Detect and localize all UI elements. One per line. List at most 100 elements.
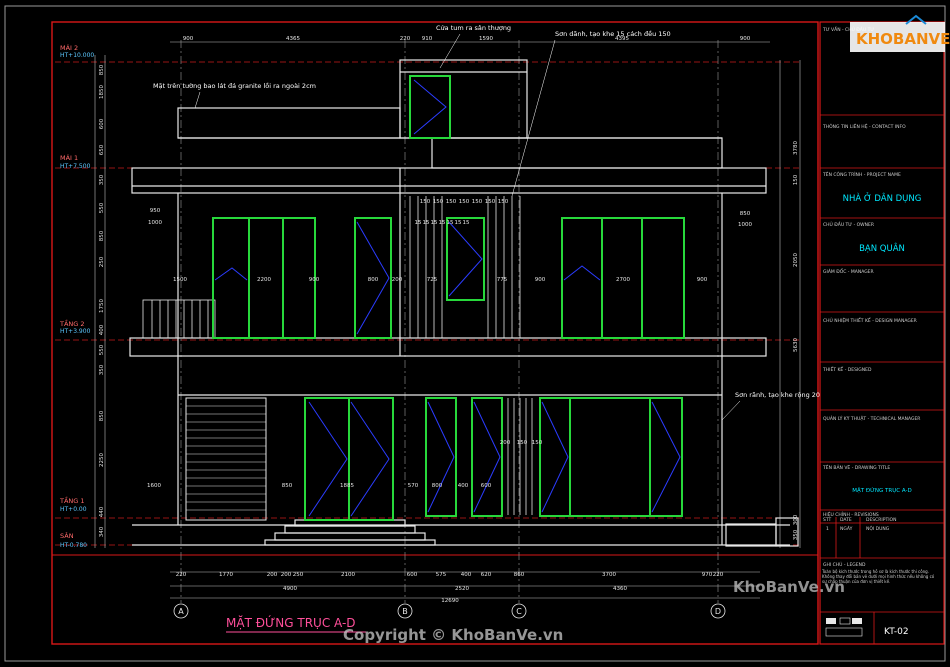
dimension-value: 600 (407, 572, 418, 578)
axis-bubbles: A B C D (173, 603, 726, 619)
dimension-value: 15 (439, 220, 446, 226)
dimension-value: 4395 (615, 36, 629, 42)
dimension-value: 350 (99, 174, 105, 185)
dimension-lines (94, 41, 801, 599)
dimension-value: 600 (481, 483, 492, 489)
dimension-value: 1000 (738, 222, 752, 228)
ground-window-2 (471, 397, 503, 517)
dimension-value: 2200 (257, 277, 271, 283)
dimension-value: 900 (740, 36, 751, 42)
dimension-value: 200 (500, 440, 511, 446)
tb-revision-label: HIỆU CHỈNH - REVISIONS (823, 510, 879, 518)
ground-door-right (539, 397, 683, 517)
tb-rev-cell: 1 (826, 526, 829, 532)
upper-window-right (561, 217, 685, 339)
dimension-value: 220 (400, 36, 411, 42)
dimension-value: 1750 (99, 299, 105, 313)
dimension-value: 3780 (793, 141, 799, 155)
dimension-value: 4360 (613, 586, 627, 592)
axis-label: D (715, 607, 721, 616)
dimension-value: 860 (514, 572, 525, 578)
dimension-value: 850 (282, 483, 293, 489)
dimension-value: 1770 (219, 572, 233, 578)
dimension-value: 775 (497, 277, 508, 283)
dimension-value: 1000 (148, 220, 162, 226)
dimension-value: 440 (99, 506, 105, 517)
drawing-title: MẶT ĐỨNG TRỤC A-D (226, 615, 356, 630)
note-grooves-side: Sơn rãnh, tạo khe rộng 20 (735, 391, 820, 399)
dimension-value: 850 (99, 230, 105, 241)
level-value: HT+7.500 (60, 163, 91, 170)
dimension-value: 900 (535, 277, 546, 283)
level-value: HT+3.900 (60, 328, 91, 335)
tb-remarks-label: GHI CHÚ - LEGEND (823, 561, 866, 568)
dimension-value: 200 (392, 277, 403, 283)
dimension-value: 850 (740, 211, 751, 217)
level-value: HT-0.780 (60, 542, 87, 549)
dimension-value: 150 (446, 199, 457, 205)
tb-drawing-name: MẶT ĐỨNG TRỤC A-D (852, 487, 911, 494)
ground-window-1 (425, 397, 457, 517)
tb-rev-col: DESCRIPTION (866, 517, 896, 523)
dimension-value: 850 (99, 64, 105, 75)
axis-label: B (402, 607, 408, 616)
dimension-value: 150 (420, 199, 431, 205)
dimension-value: 150 (433, 199, 444, 205)
dimension-value: 200 (267, 572, 278, 578)
dimension-value: 2050 (793, 253, 799, 267)
dimension-value: 250 (293, 572, 304, 578)
dimension-value: 15 (431, 220, 438, 226)
dimension-value: 150 (472, 199, 483, 205)
dimension-value: 725 (427, 277, 438, 283)
level-name: MÁI 2 (60, 43, 78, 52)
dimension-value: 1500 (173, 277, 187, 283)
dimension-value: 350 (793, 529, 799, 540)
dimension-value: 850 (99, 410, 105, 421)
dimension-value: 4365 (286, 36, 300, 42)
dimension-value: 2700 (616, 277, 630, 283)
level-name: SÂN (60, 531, 74, 540)
tb-info-label: THÔNG TIN LIÊN HỆ - CONTACT INFO (822, 122, 906, 130)
level-name: TẦNG 2 (59, 318, 85, 328)
note-stair-door: Cửa tum ra sân thượng (436, 24, 511, 32)
dimension-value: 950 (150, 208, 161, 214)
balcony-railing (142, 299, 216, 339)
title-block: TƯ VẤN - CHỦ ĐẦU TƯ THÔNG TIN LIÊN HỆ - … (819, 21, 945, 645)
dimension-value: 250 (99, 256, 105, 267)
level-markers: MÁI 2 HT+10.000 MÁI 1 HT+7.500 TẦNG 2 HT… (59, 43, 94, 549)
tb-rev-col: STT (823, 517, 832, 523)
dimension-value: 575 (436, 572, 447, 578)
note-grooves-top: Sơn dãnh, tạo khe 15 cách đều 150 (555, 30, 671, 38)
dimension-value: 570 (408, 483, 419, 489)
dimension-value: 1600 (147, 483, 161, 489)
dimension-value: 550 (99, 202, 105, 213)
drawing-border (51, 21, 819, 645)
dimension-value: 3700 (602, 572, 616, 578)
dimension-value: 600 (99, 118, 105, 129)
upper-window-small (354, 217, 392, 339)
level-lines (55, 61, 800, 546)
level-name: MÁI 1 (60, 153, 78, 162)
dimension-value: 900 (183, 36, 194, 42)
glass-hatch (214, 79, 681, 517)
tb-director-label: GIÁM ĐỐC - MANAGER (823, 267, 874, 275)
dimension-value: 910 (422, 36, 433, 42)
dimension-value: 150 (485, 199, 496, 205)
tb-header: TƯ VẤN - CHỦ ĐẦU TƯ (822, 25, 874, 33)
copyright-watermark: Copyright © KhoBanVe.vn (343, 626, 563, 644)
dimension-value: 5630 (793, 338, 799, 352)
dimension-value: 400 (458, 483, 469, 489)
dimension-value: 15 (423, 220, 430, 226)
outer-frame (4, 5, 946, 662)
logo-text: KHOBANVE (856, 30, 950, 48)
dimension-value: 800 (432, 483, 443, 489)
dimension-value: 12690 (441, 598, 459, 604)
dimension-value: 150 (532, 440, 543, 446)
dimension-value: 2100 (341, 572, 355, 578)
dimension-value: 220 (176, 572, 187, 578)
tb-designer-label: CHỦ NHIỆM THIẾT KẾ - DESIGN MANAGER (823, 316, 917, 324)
tb-sheet-number: KT-02 (884, 627, 909, 637)
